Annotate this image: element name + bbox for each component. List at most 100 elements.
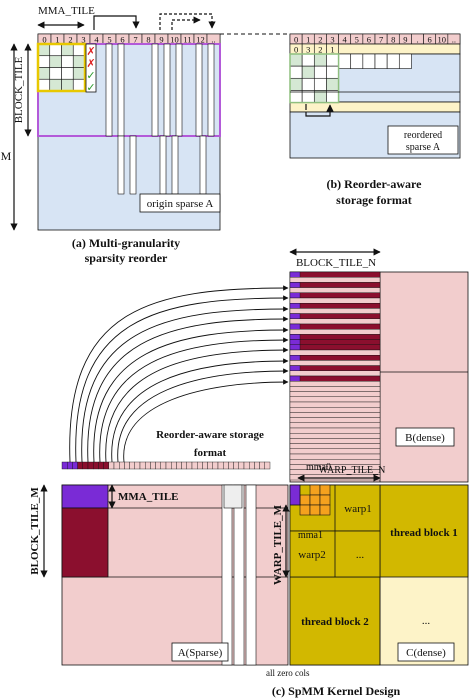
b-matrix-row (289, 282, 381, 288)
b-matrix-row (289, 433, 381, 439)
mma0-cell (289, 484, 301, 506)
b-matrix-row (289, 422, 381, 429)
storage-cell (77, 461, 83, 470)
col-index-text-b: 8 (391, 35, 395, 45)
col-index-text: 2 (68, 35, 72, 45)
gather-arrow (117, 368, 289, 463)
b-mma-cell (289, 303, 301, 309)
col-index-text: 5 (107, 35, 111, 45)
b-matrix-row (289, 271, 381, 278)
sparse-column-strips (105, 43, 215, 195)
storage-cell (228, 461, 234, 470)
b-matrix-row (289, 360, 381, 366)
storage-label-1: Reorder-aware storage (156, 429, 264, 441)
b-dense-label: B(dense) (405, 432, 445, 444)
mma-cell (319, 494, 331, 506)
reordered-tile-outline (289, 53, 340, 104)
check-mark-icon: ✓ (86, 70, 95, 82)
b-mma-cell (289, 355, 301, 361)
sparse-column-strip (171, 135, 179, 195)
storage-cell (212, 461, 219, 470)
all-zero-cols-label: all zero cols (266, 668, 310, 678)
origin-sparse-box (139, 193, 221, 213)
storage-cell (118, 461, 125, 470)
mma-tile-label: MMA_TILE (38, 5, 95, 17)
c-dense-label: C(dense) (406, 647, 446, 659)
b-mma-cell (289, 375, 301, 382)
mma-cell (319, 484, 331, 496)
storage-cell (87, 461, 94, 470)
sparse-column-strip (199, 135, 207, 195)
storage-cell (217, 461, 224, 470)
reordered-grid-cell (301, 53, 315, 67)
zero-column-strips (221, 484, 257, 666)
b-mma-cell (289, 323, 301, 330)
a-dark-block (61, 507, 109, 578)
check-mark-icon: ✓ (86, 82, 95, 94)
mma-tile-cell (72, 67, 86, 80)
storage-cell (139, 461, 146, 470)
sparse-column-strip (159, 135, 167, 195)
sparse-column-strip (105, 43, 113, 137)
mma-cell (319, 504, 331, 516)
col-index-text-b: 2 (318, 35, 322, 45)
col-index-text-b: 9 (403, 35, 407, 45)
mma-tile-cell (49, 43, 62, 57)
sparse-column-strip (117, 135, 125, 195)
storage-cell (191, 461, 198, 470)
b-mma-cell (289, 334, 301, 340)
mma-tile-cell (37, 55, 51, 68)
zero-column-strip (245, 484, 257, 666)
b-matrix-row (289, 339, 381, 346)
gather-arrow (99, 337, 289, 463)
b-matrix-row (289, 417, 381, 424)
reordered-grid-cell (313, 77, 327, 91)
reordered-grid-cell (386, 53, 400, 69)
b-matrix-row (289, 277, 381, 283)
mma-tile-cell (61, 78, 74, 92)
col-index-text-b: 4 (343, 35, 348, 45)
storage-cell (181, 461, 188, 470)
b-matrix-row (289, 396, 381, 403)
reordered-box (387, 125, 459, 155)
mma-cell (309, 494, 321, 506)
thread-block-2-area (289, 576, 381, 666)
gather-arrow (105, 347, 289, 463)
block-tile-label: BLOCK_TILE (13, 56, 25, 123)
col-index-text: 7 (133, 35, 137, 45)
b-matrix-row (289, 443, 381, 450)
reordered-grid-cells (289, 53, 412, 104)
storage-cell (98, 461, 104, 470)
mma-cell (309, 504, 321, 516)
warp-dots: ... (356, 549, 365, 561)
zero-column-strip (233, 484, 245, 666)
b-matrix-row (289, 344, 381, 351)
storage-cell (196, 461, 203, 470)
mma-tile-cell (49, 67, 62, 80)
warp-tile-n-label: WARP_TILE_N (319, 465, 386, 476)
gather-arrow (123, 379, 289, 463)
col-index-text-b: 10 (438, 35, 447, 45)
b-matrix-row (289, 292, 381, 299)
reordered-grid-cell (289, 65, 303, 79)
storage-cell (144, 461, 151, 470)
sub-index-text: 3 (306, 45, 310, 55)
gather-arrow (93, 327, 289, 463)
a-mma-tile (61, 484, 109, 509)
storage-cell (186, 461, 193, 470)
cross-mark-icon: ✗ (86, 46, 95, 58)
gather-arrow (87, 316, 289, 463)
mma-tile-cell (72, 55, 86, 68)
b-matrix-row (289, 412, 381, 418)
storage-cell (243, 461, 250, 470)
mma-tile-outline (36, 42, 87, 93)
storage-cell (259, 461, 266, 470)
mma-tile-cell (61, 43, 74, 57)
b-matrix-row (289, 365, 381, 372)
b-matrix-row (289, 407, 381, 413)
reorder-arrow-1 (93, 15, 140, 30)
storage-cell (134, 461, 141, 470)
